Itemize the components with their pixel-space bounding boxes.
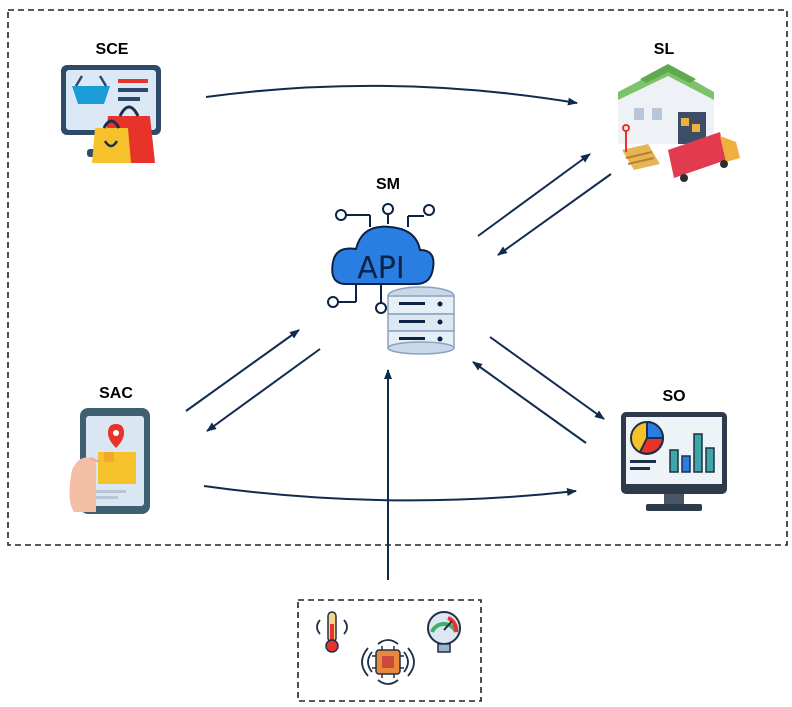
shopping-ecommerce-monitor-icon (61, 65, 161, 163)
api-cloud-database-icon: API (327, 203, 455, 355)
node-so: SO (621, 388, 727, 511)
node-sm-label: SM (376, 176, 400, 193)
analytics-dashboard-monitor-icon (621, 412, 727, 511)
api-text: API (357, 251, 404, 286)
edge-sce-to-sl (205, 84, 578, 106)
edge-so-to-sm (472, 361, 587, 444)
warehouse-logistics-truck-icon (618, 64, 740, 182)
edge-sac-to-sm (185, 329, 300, 412)
edge-sl-to-sm (497, 173, 612, 256)
edges (185, 84, 612, 580)
node-sl-label: SL (654, 41, 675, 58)
edge-sm-to-sac (206, 348, 321, 432)
node-sac-label: SAC (99, 385, 133, 402)
thermometer-sensor-icon (316, 611, 348, 653)
sensor-group-boundary (297, 599, 482, 702)
edge-sac-to-so (203, 485, 577, 502)
phone-location-delivery-icon (69, 408, 150, 514)
node-sm: SM API (327, 176, 455, 355)
node-sce-label: SCE (96, 41, 129, 58)
node-so-label: SO (662, 388, 685, 405)
node-sac: SAC (69, 385, 150, 514)
iot-chip-icon (361, 639, 415, 685)
node-sce: SCE (61, 41, 161, 163)
edge-sm-to-so (489, 336, 605, 420)
node-sl: SL (618, 41, 740, 182)
pressure-gauge-icon (427, 611, 461, 653)
edge-sm-to-sl (477, 153, 591, 237)
system-boundary (7, 9, 788, 546)
node-sensors (316, 611, 461, 685)
